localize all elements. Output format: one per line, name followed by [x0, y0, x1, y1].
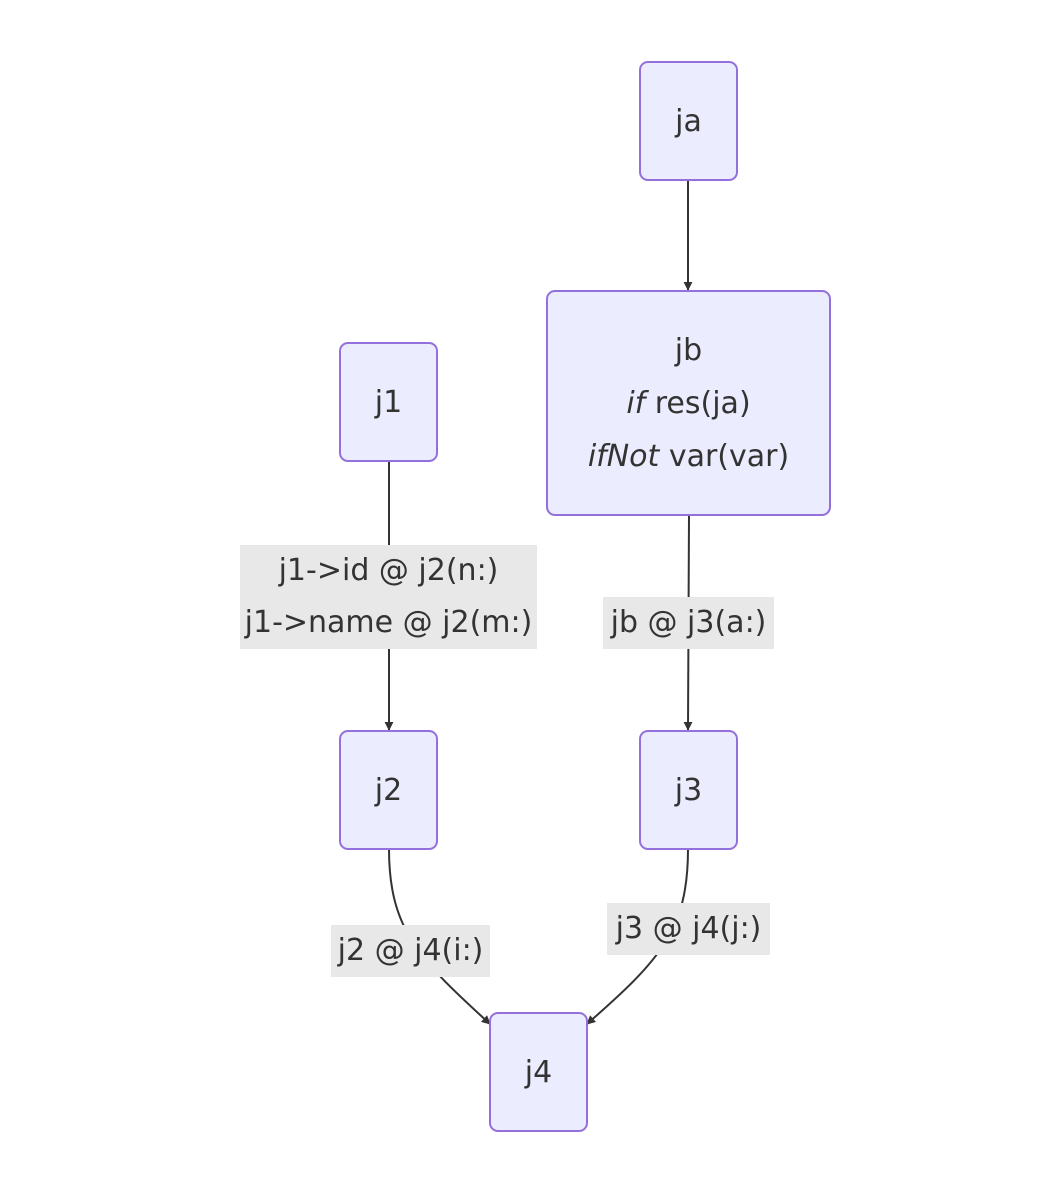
edge-label-jb-j3-text: jb @ j3(a:) — [610, 605, 767, 640]
node-jb-box — [546, 290, 831, 516]
node-j1-label: j1 — [374, 384, 403, 420]
node-ja: ja — [640, 62, 737, 180]
edge-label-j3-j4-text: j3 @ j4(j:) — [615, 911, 762, 946]
edge-label-j1-j2-line2: j1->name @ j2(m:) — [244, 605, 533, 640]
ifnot-expression: var(var) — [659, 438, 790, 474]
node-ja-label: ja — [675, 103, 702, 139]
node-j4: j4 — [490, 1013, 587, 1131]
edge-label-j1-j2: j1->id @ j2(n:) j1->name @ j2(m:) — [240, 545, 537, 649]
node-jb: jb if res(ja) ifNot var(var) — [547, 291, 830, 515]
node-jb-condition-ifnot: ifNot var(var) — [588, 430, 789, 483]
ifnot-keyword: ifNot — [587, 438, 660, 474]
node-jb-title: jb — [674, 332, 703, 368]
if-keyword: if — [626, 385, 646, 421]
node-j3-label: j3 — [674, 772, 703, 808]
edge-label-jb-j3: jb @ j3(a:) — [603, 597, 774, 649]
edge-label-j3-j4: j3 @ j4(j:) — [607, 903, 770, 955]
node-j2: j2 — [340, 731, 437, 849]
node-jb-condition-if: if res(ja) — [588, 377, 789, 430]
edge-label-j2-j4: j2 @ j4(i:) — [331, 925, 490, 977]
node-j3-box — [639, 730, 738, 850]
node-j1: j1 — [340, 343, 437, 461]
node-ja-box — [639, 61, 738, 181]
node-j2-label: j2 — [374, 772, 403, 808]
node-j4-label: j4 — [524, 1054, 553, 1090]
node-j3: j3 — [640, 731, 737, 849]
edge-label-j1-j2-line1: j1->id @ j2(n:) — [278, 553, 499, 588]
edge-label-j2-j4-text: j2 @ j4(i:) — [337, 933, 484, 968]
node-j1-box — [339, 342, 438, 462]
if-expression: res(ja) — [645, 385, 751, 421]
node-j2-box — [339, 730, 438, 850]
node-j4-box — [489, 1012, 588, 1132]
